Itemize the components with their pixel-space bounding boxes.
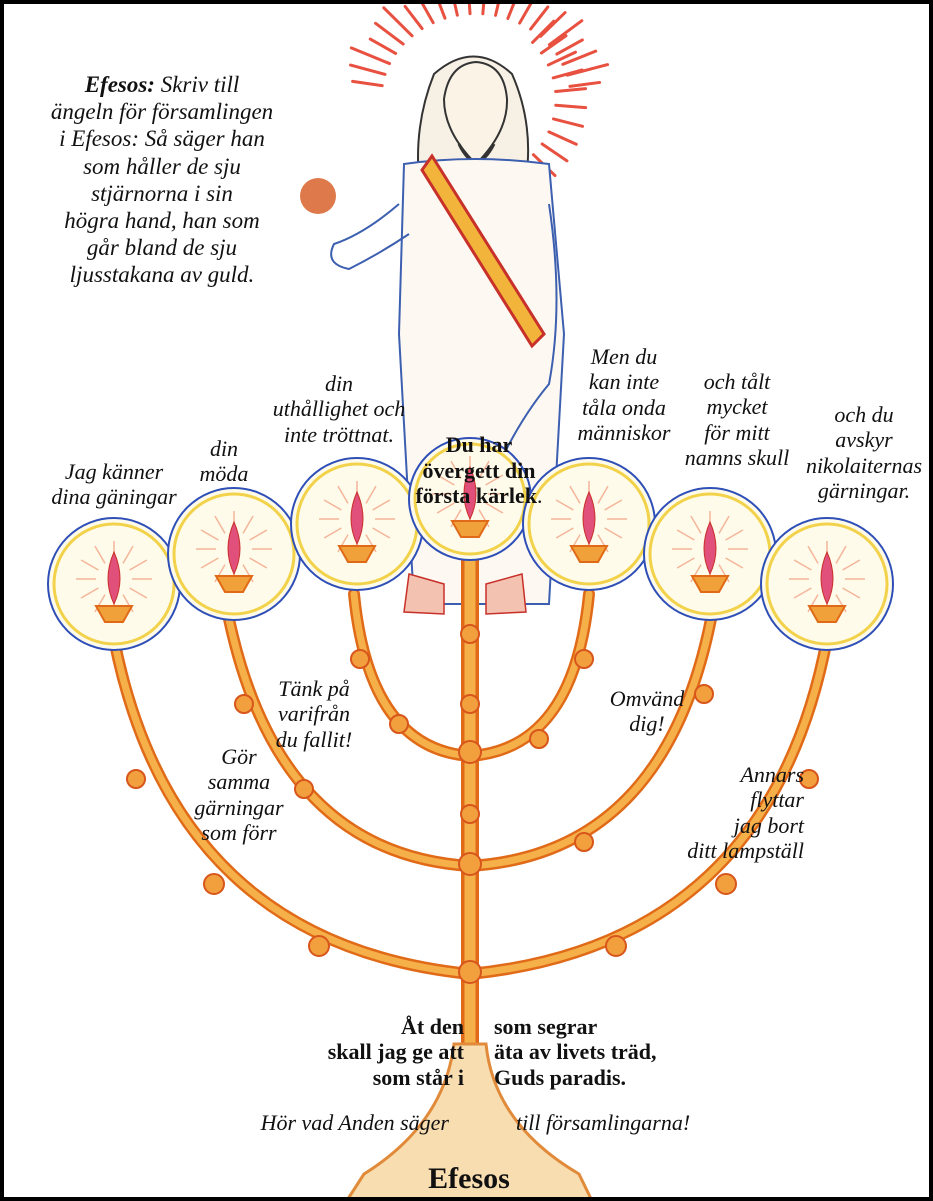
ray <box>376 23 404 44</box>
lamp-caption-4-period: . <box>537 483 543 508</box>
ray <box>451 4 457 15</box>
ray <box>483 4 486 14</box>
ray <box>563 51 596 64</box>
ray <box>370 39 395 53</box>
ray <box>508 4 520 18</box>
ray <box>556 105 586 107</box>
ray <box>417 4 433 23</box>
lamp-caption-7: och du avskyr nikolaiternas gärningar. <box>794 402 933 503</box>
ray <box>549 132 576 144</box>
caption-annars: Annars flyttar jag bort ditt lampställ <box>604 762 804 863</box>
lamp-caption-4-text: Du har övergett din första kärlek <box>415 432 537 508</box>
ray <box>496 4 502 15</box>
ray <box>405 6 422 28</box>
intro-label: Efesos: <box>85 72 155 97</box>
ray <box>556 89 586 92</box>
promise-right: som segrar äta av livets träd, Guds para… <box>494 1014 694 1090</box>
promise-left: Åt den skall jag ge att som står i <box>289 1014 464 1090</box>
ray <box>468 4 470 14</box>
ray <box>570 82 600 86</box>
lamp-caption-4: Du har övergett din första kärlek. <box>399 407 559 508</box>
caption-tank-pa: Tänk på varifrån du fallit! <box>244 676 384 752</box>
lamp <box>761 518 893 650</box>
caption-gor-samma: Gör samma gärningar som förr <box>169 744 309 845</box>
lamp-caption-6: och tålt mycket för mitt namns skull <box>672 369 802 470</box>
lamp <box>644 488 776 620</box>
church-title: Efesos <box>394 1162 544 1197</box>
ray <box>531 7 548 29</box>
ray <box>548 52 575 65</box>
intro-text: Efesos: Skriv till ängeln för församling… <box>12 44 312 288</box>
ray <box>351 65 385 74</box>
intro-body: Skriv till ängeln för församlingen i Efe… <box>51 72 273 287</box>
ray <box>557 40 583 54</box>
lamp <box>48 518 180 650</box>
ray <box>431 4 445 18</box>
hear-right: till församlingarna! <box>516 1110 736 1135</box>
ray <box>553 119 582 126</box>
ray <box>542 144 567 161</box>
caption-omvand: Omvänd dig! <box>592 686 702 737</box>
ray <box>353 81 383 85</box>
hear-left: Hör vad Anden säger <box>229 1110 449 1135</box>
ray <box>351 48 389 64</box>
